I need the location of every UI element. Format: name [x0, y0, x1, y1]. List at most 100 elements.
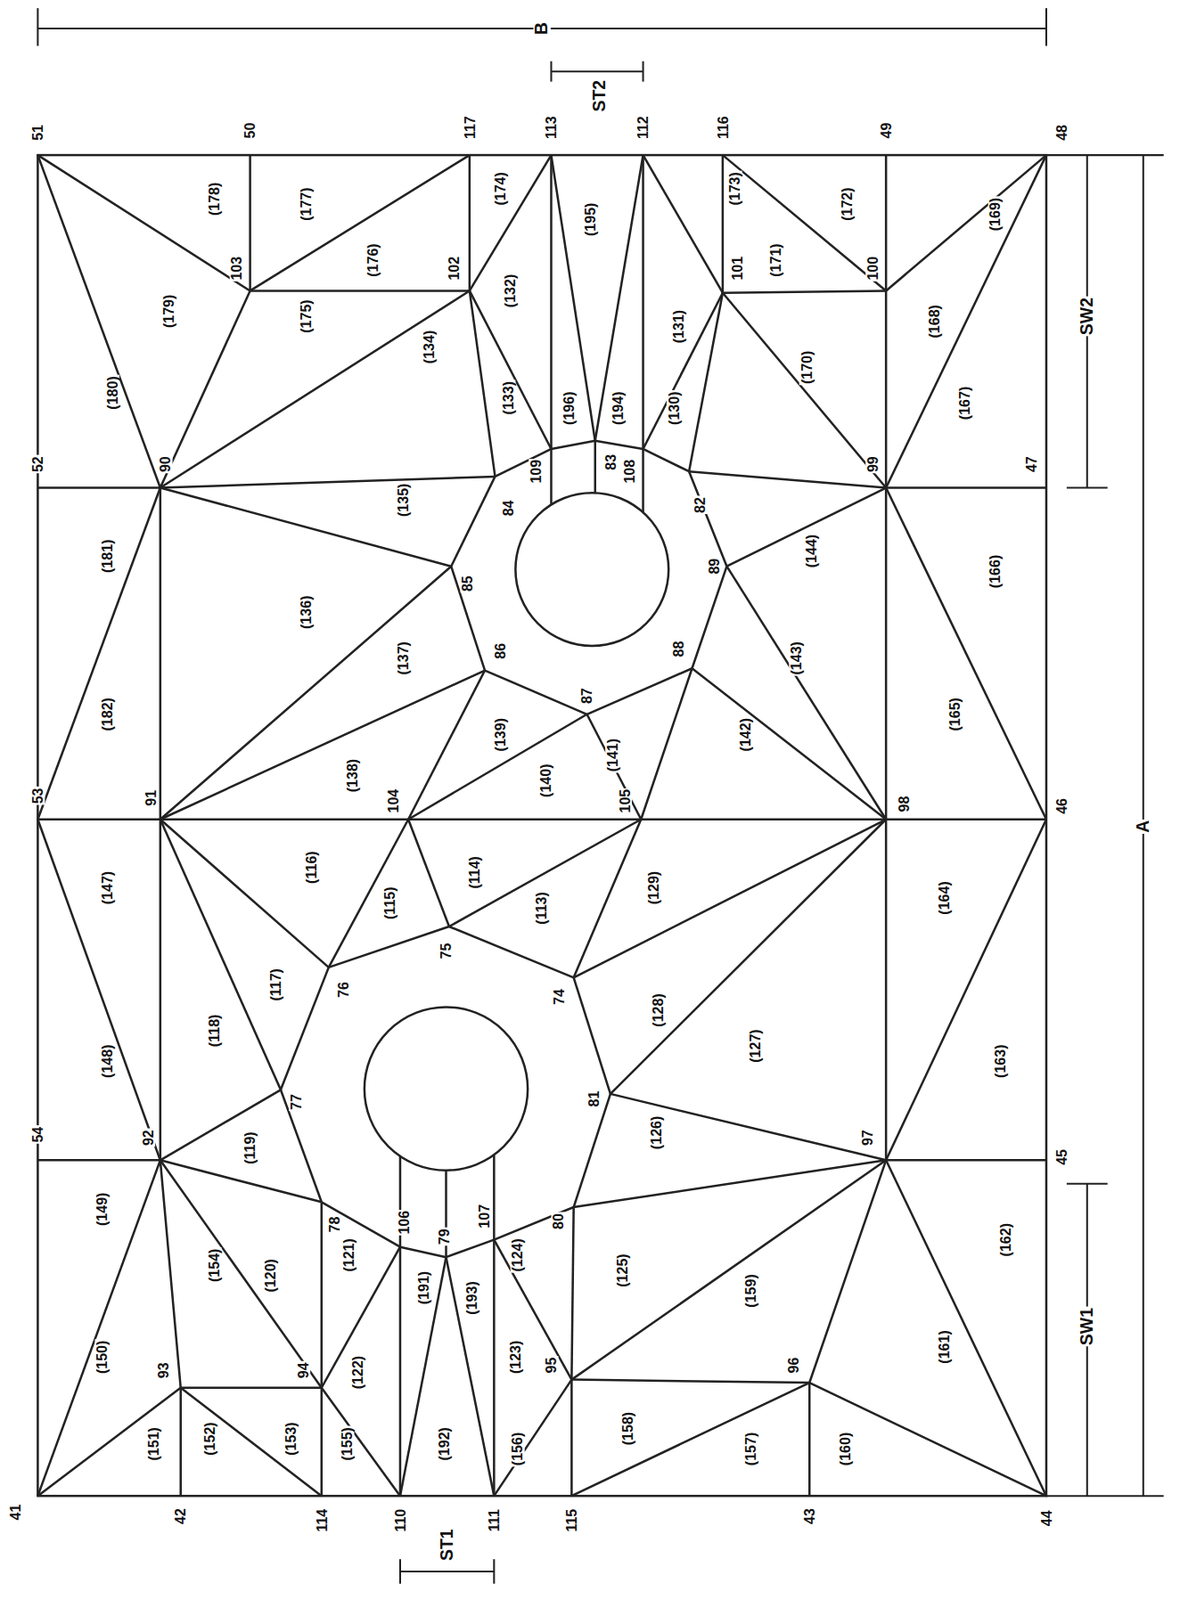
element-number: (172) [840, 186, 855, 222]
mesh-edge [885, 1160, 1047, 1497]
node-number: 43 [802, 1507, 817, 1526]
mesh-edge [571, 1380, 810, 1384]
dimension-label: SW2 [1078, 296, 1096, 336]
mesh-edge [280, 1089, 322, 1203]
mesh-edge [550, 155, 595, 442]
element-number: (194) [610, 390, 625, 427]
mesh-edge [484, 671, 588, 715]
node-number: 75 [438, 942, 453, 960]
element-number: (193) [464, 1280, 479, 1317]
element-number: (128) [651, 992, 666, 1029]
mesh-edge [692, 668, 887, 820]
mesh-edge [643, 155, 723, 294]
mesh-edge [640, 668, 692, 820]
element-number: (168) [926, 303, 942, 340]
element-number: (165) [947, 696, 962, 733]
mesh-edge [571, 1383, 810, 1497]
element-number: (136) [299, 594, 314, 631]
mesh-edge [885, 488, 888, 820]
mesh-edge [549, 155, 553, 450]
node-number: 46 [1054, 797, 1069, 816]
element-number: (163) [992, 1043, 1008, 1080]
node-number: 47 [1024, 455, 1039, 474]
mesh-edge [595, 155, 644, 442]
mesh-edge [587, 714, 642, 820]
element-number: (141) [605, 737, 620, 774]
node-number: 99 [865, 455, 880, 474]
element-number: (113) [533, 891, 549, 926]
mesh-edge [320, 1202, 324, 1388]
mesh-edge [446, 1257, 495, 1497]
element-number: (171) [768, 242, 783, 279]
mesh-edge [449, 819, 641, 927]
mesh-edge [37, 1388, 181, 1497]
node-number: 105 [617, 788, 632, 815]
element-number: (116) [303, 850, 319, 885]
element-number: (138) [344, 758, 360, 795]
node-number: 103 [229, 255, 245, 282]
element-number: (150) [95, 1340, 110, 1377]
mesh-edge [449, 926, 574, 978]
mesh-edge [688, 471, 727, 567]
mesh-edge [493, 1240, 572, 1381]
node-number: 77 [288, 1093, 304, 1112]
mesh-edge [492, 1240, 496, 1497]
mesh-edge [885, 290, 888, 488]
mesh-edge [550, 441, 595, 450]
mesh-edge [469, 290, 496, 476]
mesh-edge [320, 1388, 324, 1497]
element-number: (169) [988, 196, 1003, 233]
mesh-edge [722, 290, 886, 293]
element-number: (177) [299, 186, 314, 222]
mesh-edge [885, 1159, 1047, 1163]
mesh-edge [885, 819, 1047, 822]
mesh-edge [571, 1160, 886, 1380]
mesh-edge [408, 714, 587, 820]
hole [364, 1007, 528, 1172]
element-number: (118) [207, 1013, 222, 1049]
element-number: (121) [342, 1237, 357, 1274]
node-number: 79 [436, 1228, 451, 1246]
element-number: (125) [615, 1253, 631, 1289]
dimension-label: SW1 [1078, 1307, 1096, 1347]
element-number: (174) [492, 171, 508, 207]
node-number: 104 [385, 788, 401, 815]
element-number: (180) [105, 375, 120, 411]
node-number: 115 [564, 1508, 579, 1534]
node-number: 87 [580, 687, 595, 705]
mesh-edge [160, 1160, 181, 1388]
mesh-edge [446, 1240, 495, 1258]
mesh-edge [179, 1388, 182, 1497]
mesh-edge [37, 155, 250, 291]
mesh-edge [722, 293, 886, 489]
element-number: (131) [671, 309, 687, 345]
mesh-edge [643, 449, 690, 472]
node-number: 84 [500, 499, 516, 517]
node-number: 81 [587, 1090, 602, 1109]
mesh-edge [595, 441, 644, 450]
mesh-edge [885, 486, 1047, 490]
node-number: 44 [1039, 1509, 1054, 1528]
node-number: 113 [543, 114, 558, 140]
node-number: 116 [715, 114, 730, 140]
element-number: (152) [202, 1421, 217, 1458]
element-number: (175) [299, 298, 314, 335]
mesh-edge [587, 668, 693, 715]
mesh-edge [160, 1089, 281, 1161]
node-number: 101 [729, 255, 745, 282]
mesh-edge [159, 488, 163, 820]
mesh-edge [160, 566, 451, 820]
element-number: (173) [728, 171, 743, 207]
mesh-edge [400, 1247, 447, 1258]
mesh-edge [37, 819, 160, 822]
mesh-edge [280, 967, 329, 1090]
element-number: (117) [268, 967, 283, 1003]
mesh-edge [493, 1207, 574, 1241]
node-number: 41 [8, 1503, 23, 1522]
node-number: 114 [314, 1508, 329, 1534]
node-number: 91 [143, 789, 158, 808]
mesh-edge [885, 155, 888, 291]
mesh-edge [450, 566, 485, 672]
mesh-edge [160, 819, 329, 968]
